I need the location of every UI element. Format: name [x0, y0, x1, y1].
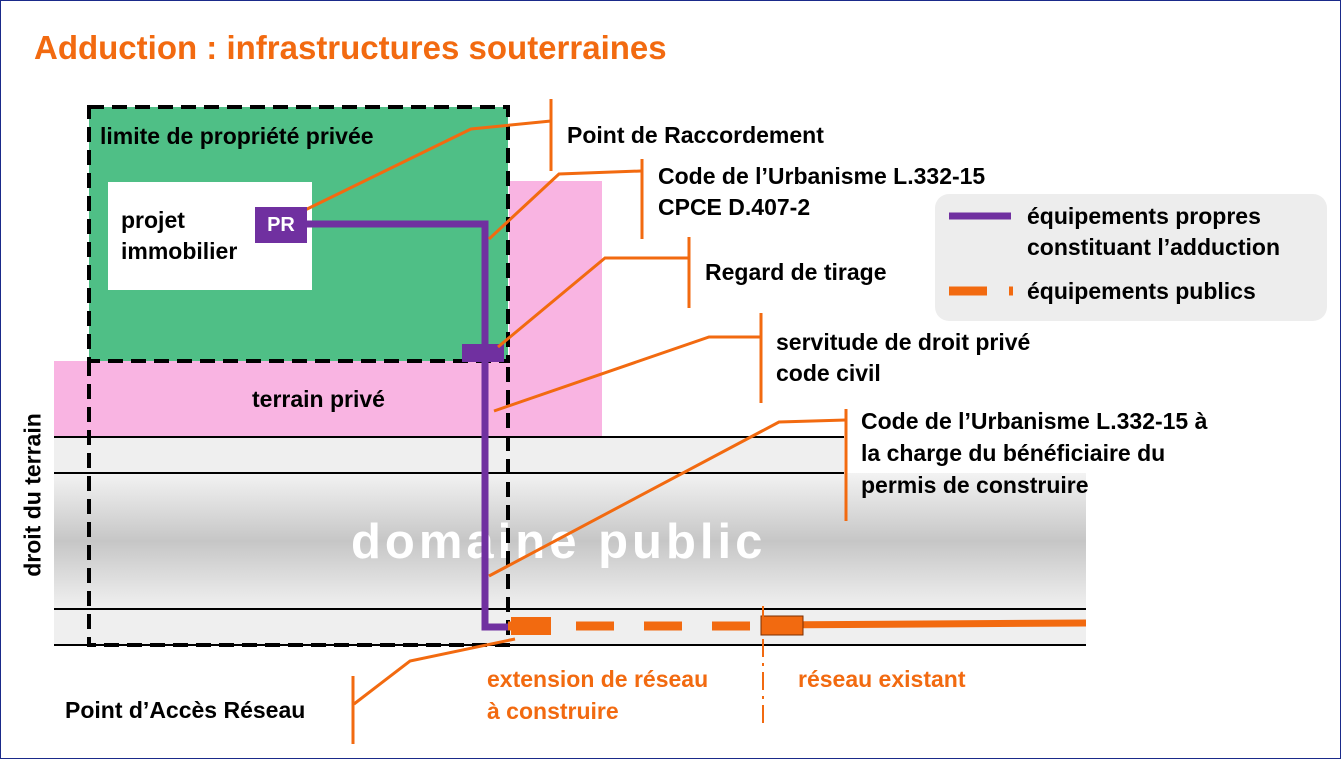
leader-pull-box [497, 256, 689, 349]
extension-label-line2: à construire [487, 698, 619, 724]
public-domain-label: domaine public [351, 515, 767, 569]
sidewalk-strip [54, 437, 844, 473]
leader-easement [493, 335, 761, 413]
road-band [54, 473, 1086, 609]
project-label-line2: immobilier [121, 238, 238, 264]
leader-urbanism [487, 169, 642, 241]
extension-label-line1: extension de réseau [487, 666, 709, 692]
leader-connection-point [300, 119, 552, 214]
private-limit-outline [87, 105, 510, 363]
leader-beneficiary [488, 418, 847, 578]
project-label-line1: projet [121, 207, 185, 233]
legend-public-label: équipements publics [1027, 278, 1256, 304]
legend-private-line2: constituant l’adduction [1027, 234, 1280, 260]
existing-connection-box [760, 615, 804, 636]
beneficiary-label-line2: la charge du bénéficiaire du [861, 440, 1166, 466]
beneficiary-label-line1: Code de l’Urbanisme L.332-15 à [861, 408, 1208, 434]
land-right-outline [87, 361, 510, 647]
connection-point-label: Point de Raccordement [567, 122, 824, 148]
access-point-box [511, 617, 551, 635]
pr-box: PR [255, 207, 307, 243]
easement-label-line1: servitude de droit privé [776, 329, 1031, 355]
page-title: Adduction : infrastructures souterraines [34, 29, 667, 66]
purple-adduction-path [307, 220, 508, 631]
leader-access-point [353, 637, 516, 706]
network-access-point-label: Point d’Accès Réseau [65, 697, 306, 723]
pr-box-label: PR [267, 214, 295, 236]
easement-label-line2: code civil [776, 360, 881, 386]
urbanism-label-line1: Code de l’Urbanisme L.332-15 [658, 163, 986, 189]
pull-box-marker [462, 344, 504, 362]
private-land-label: terrain privé [252, 386, 385, 412]
legend-private-line1: équipements propres [1027, 203, 1261, 229]
existing-network-line [760, 619, 1087, 629]
private-limit-label: limite de propriété privée [100, 123, 374, 149]
beneficiary-label-line3: permis de construire [861, 472, 1089, 498]
land-right-label: droit du terrain [19, 413, 46, 577]
pull-box-label: Regard de tirage [705, 259, 887, 285]
existing-network-label: réseau existant [798, 666, 966, 692]
pink-private-zone-bottom [54, 361, 602, 437]
urbanism-label-line2: CPCE D.407-2 [658, 194, 811, 220]
